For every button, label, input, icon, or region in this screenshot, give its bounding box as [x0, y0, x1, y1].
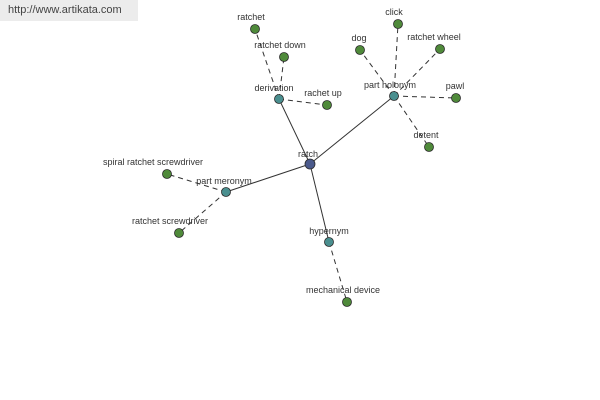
- node-ratchet-wheel[interactable]: [435, 44, 445, 54]
- edge-ratch-hypernym: [309, 163, 330, 243]
- edge-part-meronym-spiral-ratchet-screwdriver: [166, 173, 227, 193]
- edge-part-holonym-click: [393, 23, 399, 97]
- label-ratchet: ratchet: [237, 12, 265, 22]
- label-ratch: ratch: [298, 149, 318, 159]
- edge-ratch-part-meronym: [225, 163, 311, 193]
- node-click[interactable]: [393, 19, 403, 29]
- label-ratchet-screwdriver: ratchet screwdriver: [132, 216, 208, 226]
- node-derivation[interactable]: [274, 94, 284, 104]
- node-pawl[interactable]: [451, 93, 461, 103]
- label-hypernym: hypernym: [309, 226, 349, 236]
- label-derivation: derivation: [254, 83, 293, 93]
- node-dog[interactable]: [355, 45, 365, 55]
- node-ratchet-screwdriver[interactable]: [174, 228, 184, 238]
- edge-derivation-rachet-up: [278, 98, 328, 106]
- label-click: click: [385, 7, 403, 17]
- node-mechanical-device[interactable]: [342, 297, 352, 307]
- node-hypernym[interactable]: [324, 237, 334, 247]
- edge-part-holonym-detent: [393, 95, 430, 148]
- edges: [166, 23, 457, 303]
- node-part-holonym[interactable]: [389, 91, 399, 101]
- label-detent: detent: [413, 130, 439, 140]
- label-mechanical-device: mechanical device: [306, 285, 380, 295]
- label-ratchet-wheel: ratchet wheel: [407, 32, 461, 42]
- edge-hypernym-mechanical-device: [328, 241, 348, 303]
- edge-ratch-derivation: [278, 98, 311, 165]
- label-pawl: pawl: [446, 81, 465, 91]
- edge-part-meronym-ratchet-screwdriver: [178, 191, 227, 234]
- label-rachet-up: rachet up: [304, 88, 342, 98]
- labels: derivation part holonym part meronym hypern…: [103, 7, 464, 295]
- edge-part-holonym-dog: [359, 49, 395, 97]
- node-ratchet[interactable]: [250, 24, 260, 34]
- label-part-holonym: part holonym: [364, 80, 416, 90]
- edge-ratch-part-holonym: [309, 95, 395, 165]
- node-ratchet-down[interactable]: [279, 52, 289, 62]
- edge-part-holonym-ratchet-wheel: [393, 48, 441, 97]
- nodes: [162, 19, 461, 307]
- edge-derivation-ratchet-down: [278, 56, 285, 100]
- edge-part-holonym-pawl: [393, 95, 457, 99]
- label-spiral-ratchet-screwdriver: spiral ratchet screwdriver: [103, 157, 203, 167]
- node-ratch[interactable]: [304, 158, 316, 170]
- node-rachet-up[interactable]: [322, 100, 332, 110]
- label-dog: dog: [351, 33, 366, 43]
- node-spiral-ratchet-screwdriver[interactable]: [162, 169, 172, 179]
- edge-derivation-ratchet: [254, 28, 280, 100]
- node-detent[interactable]: [424, 142, 434, 152]
- label-part-meronym: part meronym: [196, 176, 252, 186]
- label-ratchet-down: ratchet down: [254, 40, 306, 50]
- node-part-meronym[interactable]: [221, 187, 231, 197]
- source-url[interactable]: http://www.artikata.com: [0, 0, 138, 21]
